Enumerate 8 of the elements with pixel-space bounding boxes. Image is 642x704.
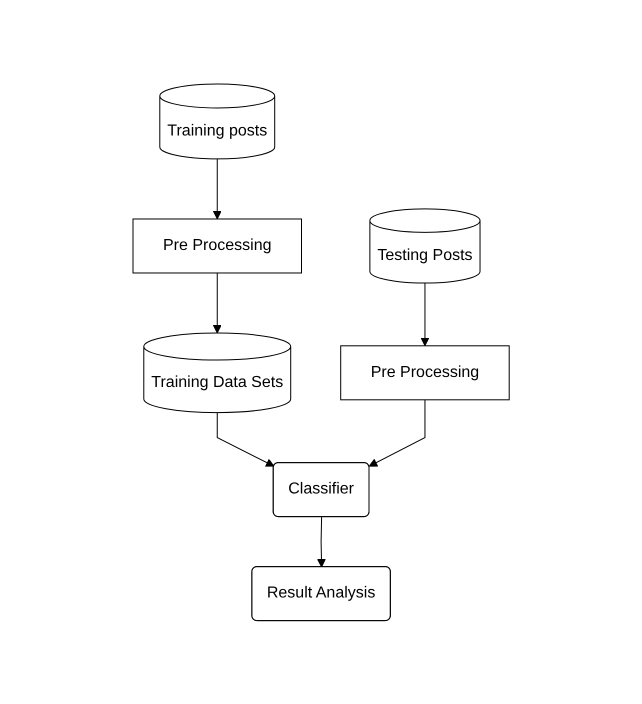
node-box: Pre Processing	[132, 218, 302, 274]
arrow	[212, 272, 222, 334]
arrow	[420, 282, 430, 346]
arrow	[316, 516, 326, 568]
arrow	[368, 399, 426, 466]
arrow	[216, 412, 274, 466]
arrow	[212, 158, 222, 220]
node-box: Pre Processing	[340, 345, 510, 400]
